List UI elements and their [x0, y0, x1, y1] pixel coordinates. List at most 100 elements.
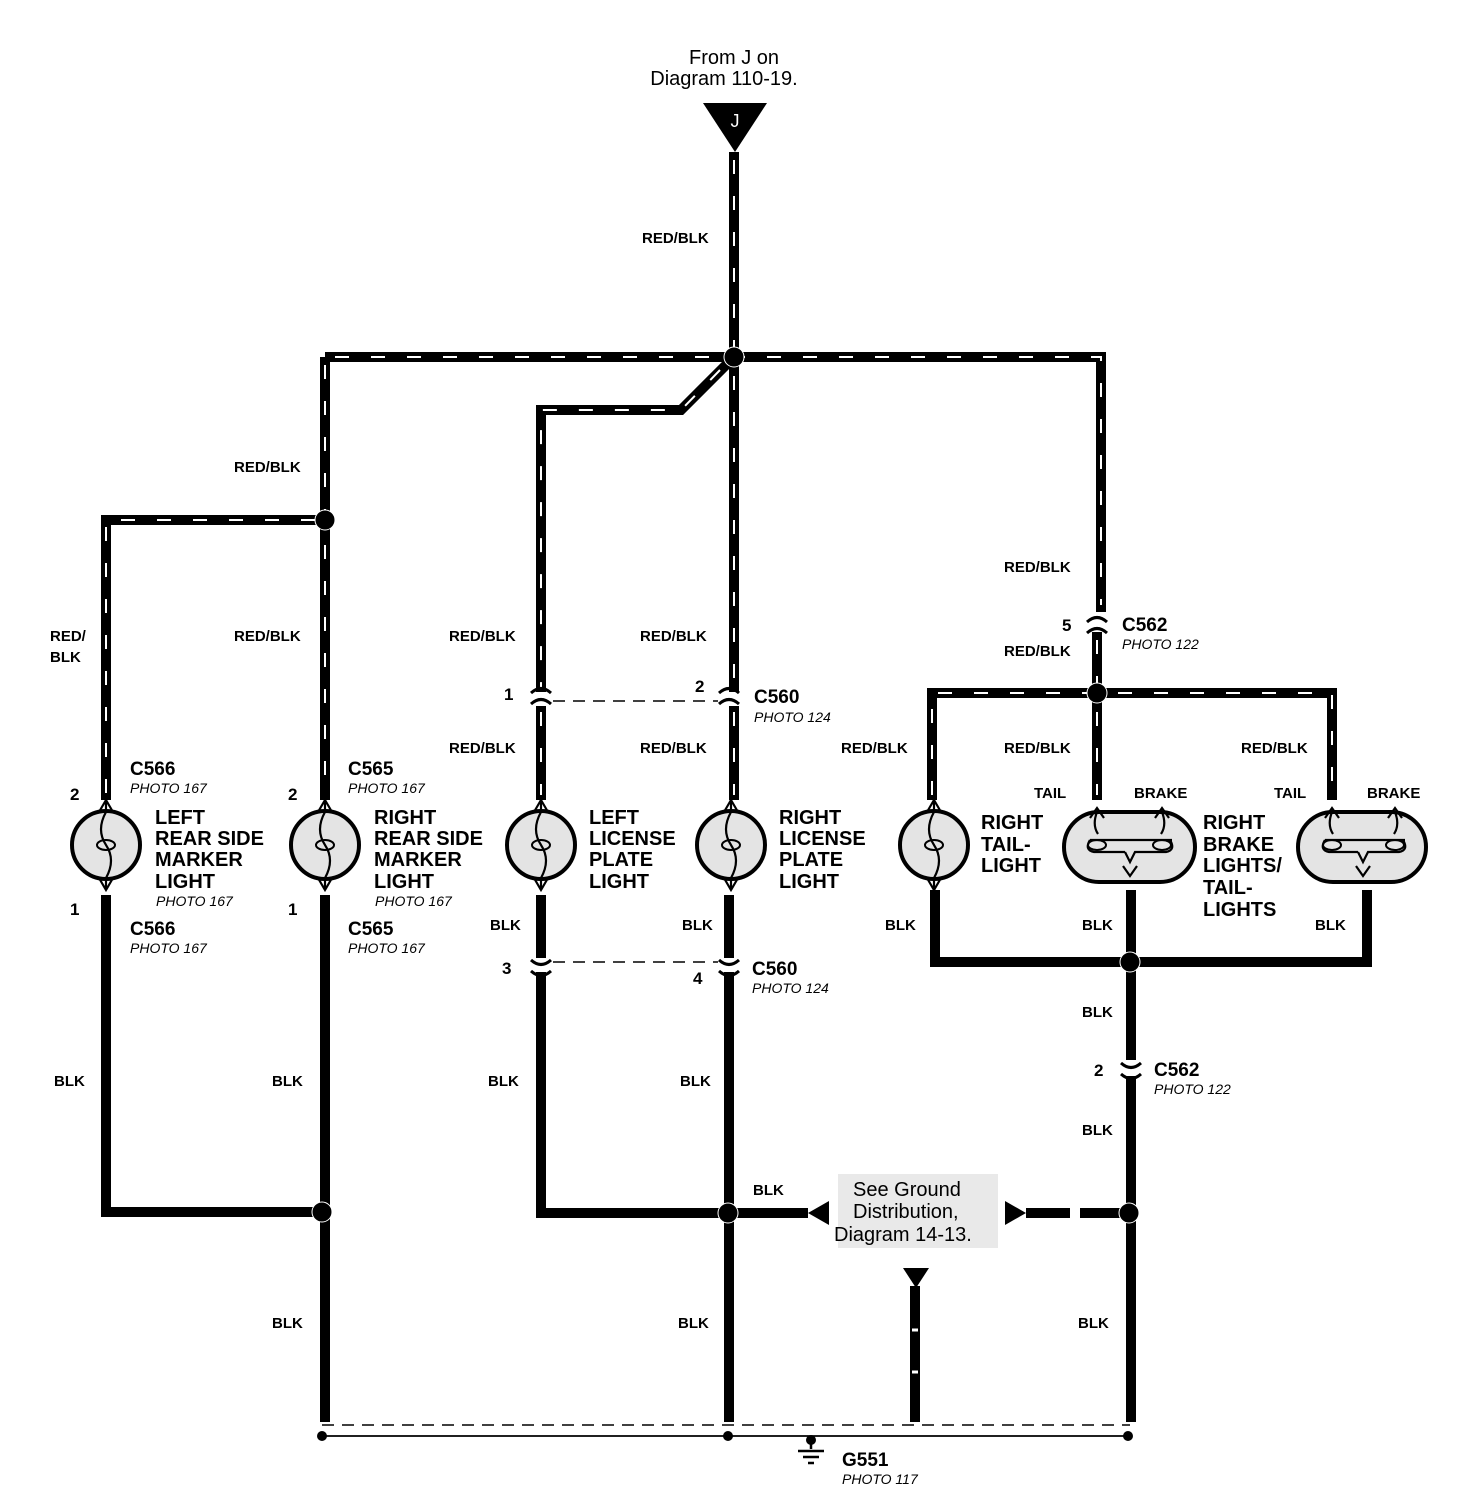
- component-label: REAR SIDE: [374, 828, 483, 850]
- component-label: TAIL-: [981, 834, 1031, 856]
- ground-note-line3: Diagram 14-13.: [834, 1224, 972, 1246]
- left-rear-side-marker-bulb-icon: [70, 797, 142, 893]
- wire-labels: RED/BLK RED/BLK RED/ BLK RED/BLK RED/BLK…: [50, 230, 1420, 1332]
- wire-label: RED/BLK: [640, 740, 707, 757]
- connector-labels: C566 PHOTO 167 2 1 C566 PHOTO 167 C565 P…: [70, 615, 1231, 1097]
- connector-photo: PHOTO 122: [1122, 636, 1199, 652]
- ground-bus: [317, 1424, 1133, 1441]
- component-label: LIGHT: [374, 871, 434, 893]
- pin-number: 1: [504, 685, 513, 704]
- wire-label: RED/BLK: [1004, 559, 1071, 576]
- left-license-plate-bulb-icon: [505, 797, 577, 893]
- wire-label: BLK: [272, 1073, 303, 1090]
- right-rear-side-marker-bulb-icon: [289, 797, 361, 893]
- supply-wires: [101, 152, 1337, 800]
- wire-label: BLK: [753, 1182, 784, 1199]
- wire-label: BLK: [50, 649, 81, 666]
- ground-wires: [101, 890, 1372, 1422]
- connector-photo: PHOTO 167: [130, 780, 208, 796]
- wire-label-tail: TAIL: [1034, 785, 1066, 802]
- connector-name: C562: [1154, 1060, 1199, 1081]
- component-label: REAR SIDE: [155, 828, 264, 850]
- component-right-rear-side-marker: RIGHT REAR SIDE MARKER LIGHT PHOTO 167: [374, 807, 483, 909]
- pin-number: 2: [70, 785, 79, 804]
- ground-note-triangle-icon: [903, 1268, 929, 1288]
- wire-label: BLK: [490, 917, 521, 934]
- wire-label: BLK: [682, 917, 713, 934]
- component-label: LIGHT: [155, 871, 215, 893]
- pin-number: 1: [288, 900, 297, 919]
- pin-number: 2: [1094, 1061, 1103, 1080]
- component-label: LICENSE: [779, 828, 866, 850]
- component-label: PLATE: [589, 849, 653, 871]
- connector-photo: PHOTO 167: [130, 940, 208, 956]
- wire-label: BLK: [1082, 1122, 1113, 1139]
- component-label: LICENSE: [589, 828, 676, 850]
- component-label: LIGHT: [779, 871, 839, 893]
- connector-photo: PHOTO 124: [752, 980, 829, 996]
- wire-label: RED/BLK: [1004, 740, 1071, 757]
- right-brake-tail-bulb-1-icon: [1062, 806, 1197, 884]
- wire-label-brake: BRAKE: [1134, 785, 1187, 802]
- source-label-line2: Diagram 110-19.: [650, 68, 797, 90]
- ground-note: See Ground Distribution, Diagram 14-13.: [834, 1179, 972, 1246]
- component-left-license-plate: LEFT LICENSE PLATE LIGHT: [589, 807, 676, 893]
- component-right-brake-tail: RIGHT BRAKE LIGHTS/ TAIL- LIGHTS: [1203, 812, 1282, 921]
- component-label: MARKER: [155, 849, 243, 871]
- pin-number: 5: [1062, 616, 1071, 635]
- connector-name: C562: [1122, 615, 1167, 636]
- connector-name: C565: [348, 919, 394, 940]
- component-label: PLATE: [779, 849, 843, 871]
- component-label: BRAKE: [1203, 834, 1274, 856]
- wire-label: RED/BLK: [1241, 740, 1308, 757]
- component-label: MARKER: [374, 849, 462, 871]
- connector-name: C565: [348, 759, 394, 780]
- ground-note-line2: Distribution,: [853, 1201, 959, 1223]
- wire-label-brake: BRAKE: [1367, 785, 1420, 802]
- wire-label: RED/BLK: [234, 628, 301, 645]
- wire-label: BLK: [1315, 917, 1346, 934]
- ground-name: G551: [842, 1450, 889, 1471]
- wire-label: BLK: [885, 917, 916, 934]
- pin-number: 2: [695, 677, 704, 696]
- wire-label: RED/: [50, 628, 87, 645]
- ground-note-arrow-left-icon: [808, 1201, 829, 1225]
- wire-label: RED/BLK: [640, 628, 707, 645]
- wire-label: RED/BLK: [642, 230, 709, 247]
- terminal-letter: J: [731, 111, 740, 131]
- component-label: TAIL-: [1203, 877, 1253, 899]
- wire-label: BLK: [272, 1315, 303, 1332]
- component-photo: PHOTO 167: [156, 893, 234, 909]
- wire-label: BLK: [54, 1073, 85, 1090]
- connector-marks: [529, 616, 1143, 1080]
- wire-label: RED/BLK: [449, 628, 516, 645]
- source-terminal-j-icon: J: [703, 103, 767, 152]
- pin-number: 3: [502, 959, 511, 978]
- source-label-line1: From J on: [689, 47, 779, 69]
- pin-number: 1: [70, 900, 79, 919]
- right-taillight-bulb-icon: [898, 797, 970, 893]
- component-right-taillight: RIGHT TAIL- LIGHT: [981, 812, 1043, 877]
- connector-name: C560: [754, 687, 799, 708]
- component-label: LIGHTS: [1203, 899, 1276, 921]
- wire-label: RED/BLK: [841, 740, 908, 757]
- component-label: RIGHT: [1203, 812, 1265, 834]
- component-label: LIGHT: [589, 871, 649, 893]
- pin-number: 2: [288, 785, 297, 804]
- component-right-license-plate: RIGHT LICENSE PLATE LIGHT: [779, 807, 866, 893]
- right-brake-tail-bulb-2-icon: [1296, 806, 1428, 884]
- component-left-rear-side-marker: LEFT REAR SIDE MARKER LIGHT PHOTO 167: [155, 807, 264, 909]
- component-label: LIGHT: [981, 855, 1041, 877]
- ground-symbol-icon: [798, 1435, 824, 1465]
- wire-label: BLK: [680, 1073, 711, 1090]
- ground-note-arrow-right-icon: [1005, 1201, 1026, 1225]
- component-label: LIGHTS/: [1203, 855, 1282, 877]
- component-label: RIGHT: [374, 807, 436, 829]
- wire-label-tail: TAIL: [1274, 785, 1306, 802]
- component-label: RIGHT: [779, 807, 841, 829]
- wire-label: BLK: [1082, 1004, 1113, 1021]
- pin-number: 4: [693, 969, 703, 988]
- wire-label: RED/BLK: [234, 459, 301, 476]
- wire-label: BLK: [1082, 917, 1113, 934]
